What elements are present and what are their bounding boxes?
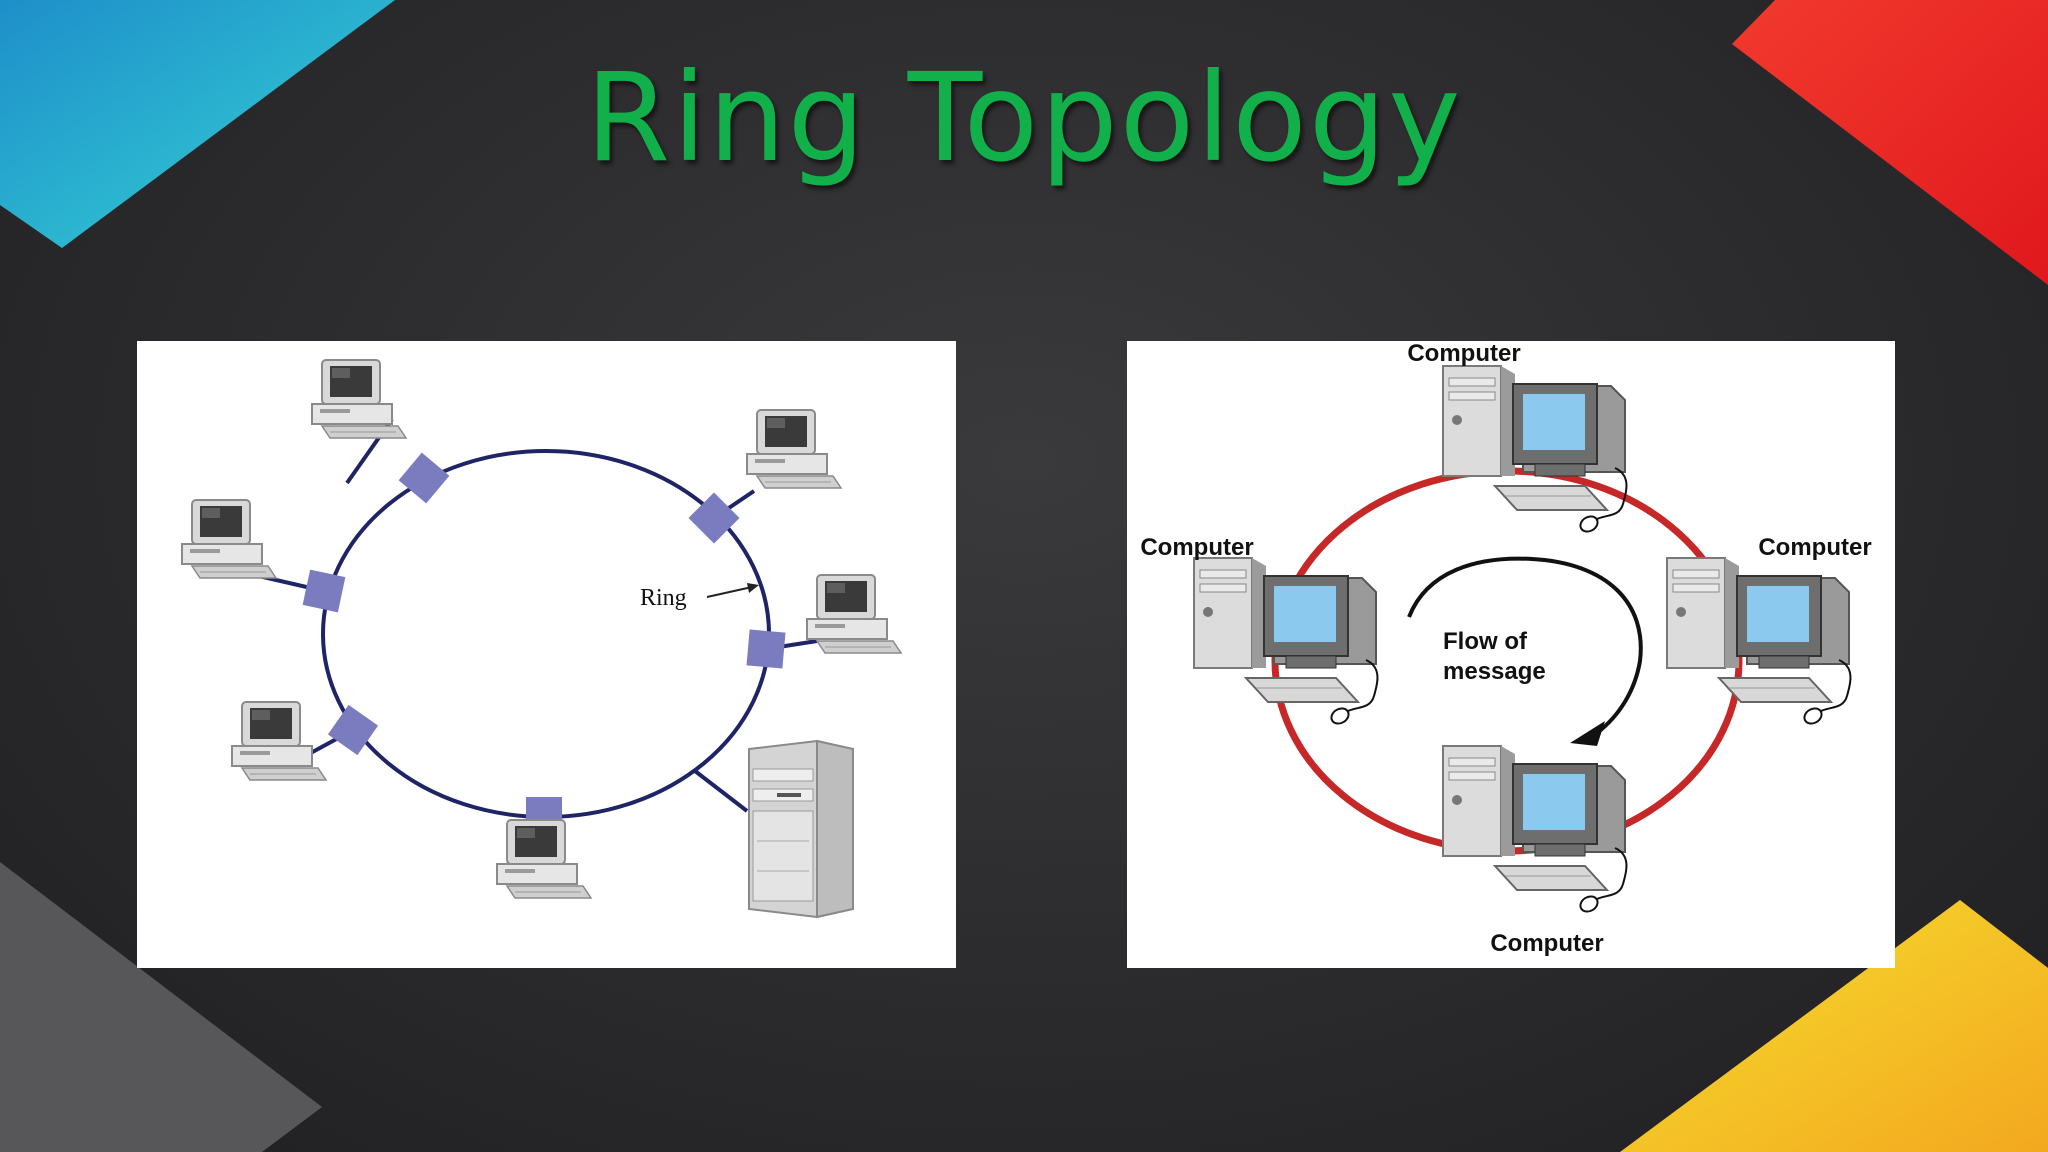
computer-icon: [1666, 557, 1852, 728]
computer-icon: [1193, 557, 1379, 728]
flow-label-line2: message: [1443, 658, 1546, 685]
corner-shape-bottom-left: [0, 862, 322, 1152]
ring-diagram-left: Ring: [137, 341, 956, 968]
flow-label-line1: Flow of: [1443, 628, 1528, 655]
slide-title: Ring Topology: [585, 47, 1463, 189]
computer-label-bottom: Computer: [1490, 930, 1603, 957]
computer-label-right: Computer: [1758, 534, 1871, 561]
computer-icon: [311, 359, 407, 439]
computer-label-left: Computer: [1140, 534, 1253, 561]
computer-icon: [496, 819, 592, 899]
computer-icon: [746, 409, 842, 489]
computer-icon: [1442, 745, 1628, 916]
ring-label: Ring: [640, 585, 687, 611]
flow-arrow: [1407, 556, 1643, 735]
server-icon: [748, 739, 854, 919]
corner-shape-top-left: [0, 0, 395, 248]
corner-shape-bottom-right: [1620, 900, 2048, 1152]
computer-icon: [806, 574, 902, 654]
computer-icon: [231, 701, 327, 781]
ring-connectors: [302, 452, 786, 833]
computer-icon: [1442, 365, 1628, 536]
ring-diagram-right: Computer Computer Computer Computer Flow…: [1127, 341, 1895, 968]
computer-icon: [181, 499, 277, 579]
corner-shape-top-right: [1732, 0, 2048, 285]
computer-label-top: Computer: [1407, 341, 1520, 367]
